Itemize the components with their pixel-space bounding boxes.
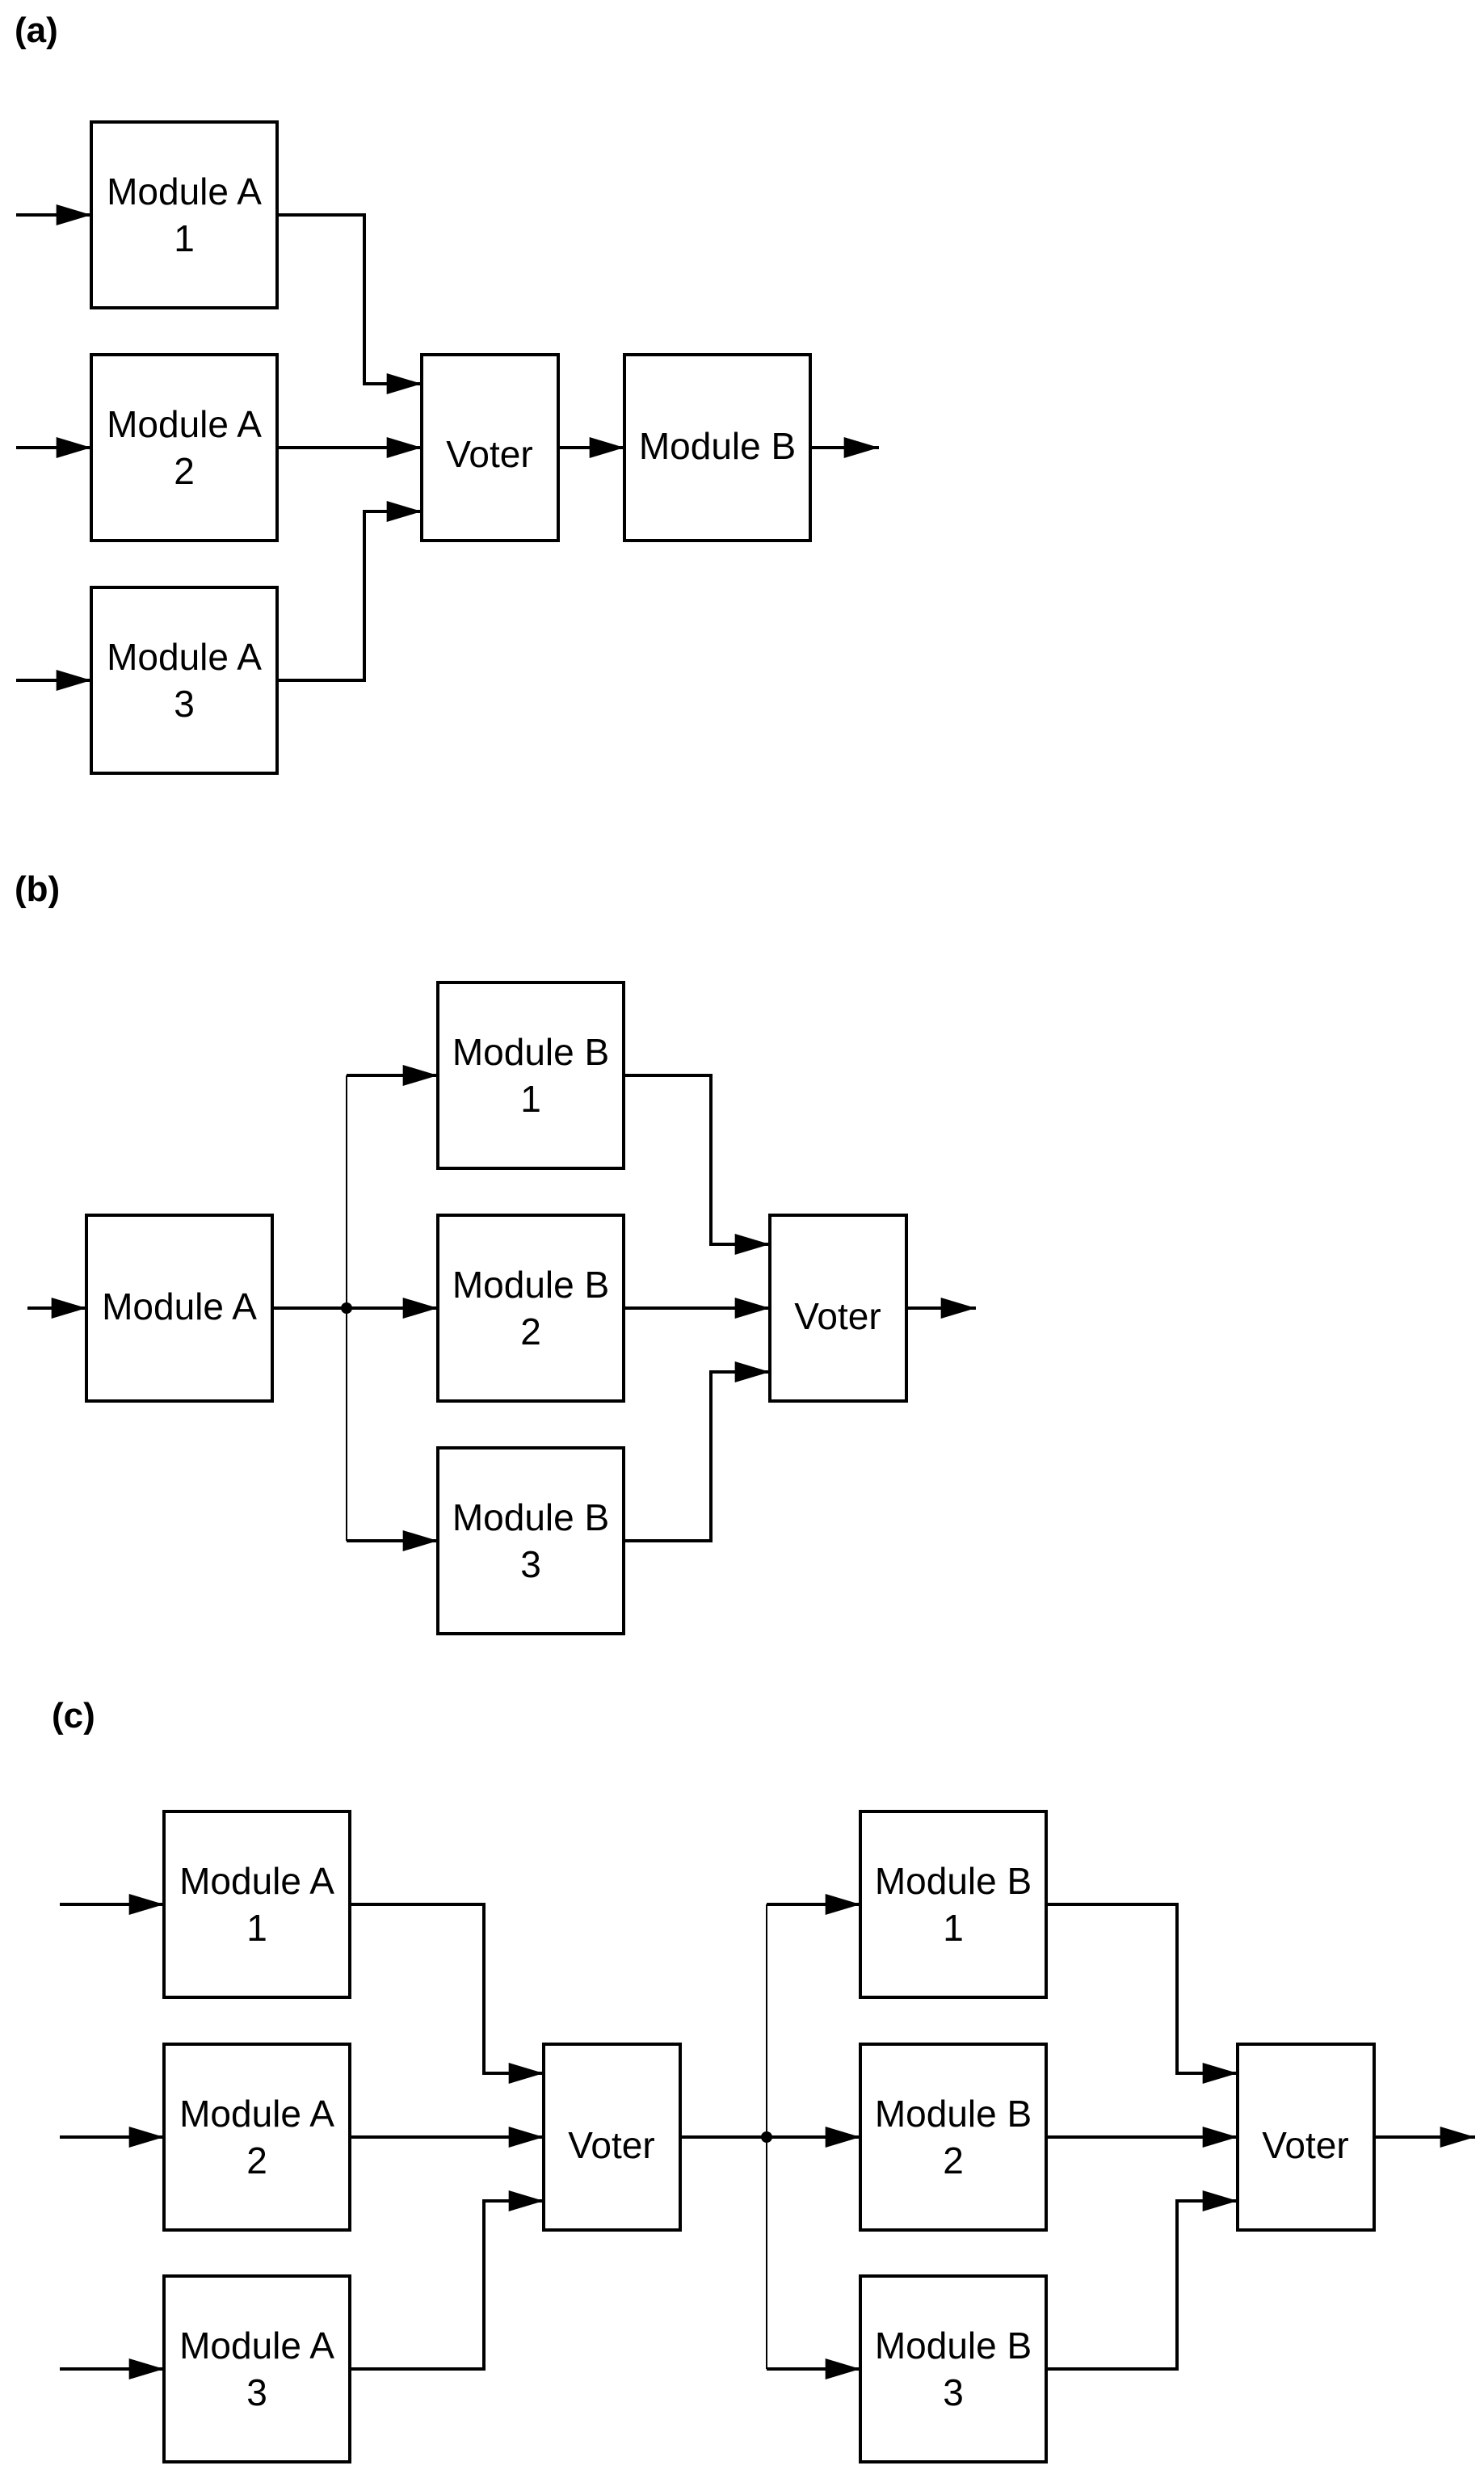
panel-label-a: (a) [15, 11, 58, 50]
module-a-2: Module A 2 [162, 2043, 351, 2232]
module-name: Module B [639, 425, 796, 467]
module-b-2: Module B 2 [859, 2043, 1048, 2232]
module-b: Module B [623, 353, 812, 542]
connection-arrow [1046, 1903, 1238, 2084]
voter: Voter [768, 1214, 908, 1403]
module-a-2: Module A 2 [90, 353, 279, 542]
module-index: 1 [520, 1078, 541, 1120]
module-name: Module B [452, 1264, 609, 1306]
panel-c: (c) Module A 1 Module A 2 Module A 3 Vot… [52, 1696, 1475, 2463]
module-name: Module B [452, 1031, 609, 1073]
module-index: 3 [246, 2371, 267, 2413]
module-b-1: Module B 1 [436, 981, 625, 1170]
connection-arrow [350, 1903, 544, 2084]
module-name: Module A [107, 170, 262, 212]
module-index: 2 [174, 450, 195, 492]
panel-a: (a) Module A 1 Module A 2 Module A 3 Vot… [15, 11, 879, 775]
module-name: Module A [179, 2325, 334, 2367]
module-index: 3 [520, 1543, 541, 1585]
connection-arrow [277, 501, 422, 682]
voter-label: Voter [568, 2124, 654, 2166]
module-index: 3 [174, 683, 195, 725]
module-index: 1 [174, 217, 195, 259]
module-name: Module A [107, 403, 262, 445]
module-name: Module A [179, 1860, 334, 1902]
panel-label-b: (b) [15, 869, 60, 909]
connection-arrow [624, 1361, 771, 1542]
module-index: 1 [246, 1907, 267, 1949]
connection-arrow [1046, 2190, 1238, 2371]
module-name: Module A [179, 2093, 334, 2135]
panel-label-c: (c) [52, 1696, 95, 1736]
connection-arrow [624, 1074, 771, 1255]
module-a-3: Module A 3 [162, 2274, 351, 2463]
module-b-3: Module B 3 [859, 2274, 1048, 2463]
voter-2: Voter [1236, 2043, 1376, 2232]
module-index: 2 [246, 2140, 267, 2182]
module-name: Module B [875, 1860, 1032, 1902]
module-name: Module A [107, 636, 262, 678]
module-a-1: Module A 1 [90, 120, 279, 309]
module-index: 1 [943, 1907, 964, 1949]
module-b-1: Module B 1 [859, 1810, 1048, 1999]
module-index: 3 [943, 2371, 964, 2413]
voter-label: Voter [446, 433, 532, 475]
module-name: Module B [452, 1496, 609, 1538]
voter-label: Voter [794, 1295, 881, 1337]
module-b-2: Module B 2 [436, 1214, 625, 1403]
voter-label: Voter [1262, 2124, 1348, 2166]
module-b-3: Module B 3 [436, 1446, 625, 1635]
panel-b: (b) Module A Module B 1 Module B 2 Modul… [15, 869, 976, 1635]
module-name: Module B [875, 2093, 1032, 2135]
module-a-1: Module A 1 [162, 1810, 351, 1999]
connection-arrow [277, 213, 422, 394]
voter: Voter [420, 353, 560, 542]
module-name: Module B [875, 2325, 1032, 2367]
module-name: Module A [102, 1285, 257, 1327]
module-index: 2 [520, 1311, 541, 1353]
voter-1: Voter [542, 2043, 682, 2232]
module-a: Module A [85, 1214, 274, 1403]
module-a-3: Module A 3 [90, 586, 279, 775]
connection-arrow [350, 2190, 544, 2371]
module-index: 2 [943, 2140, 964, 2182]
